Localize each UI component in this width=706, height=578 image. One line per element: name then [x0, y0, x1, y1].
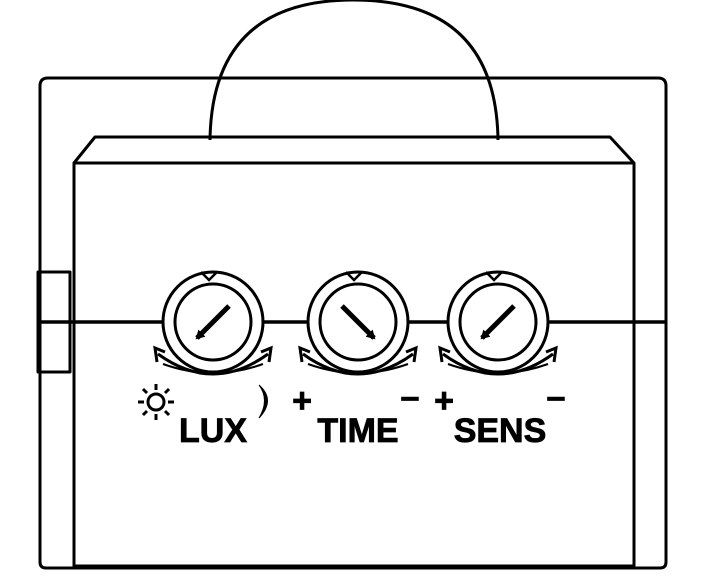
dial-group: [153, 270, 558, 376]
dial-label-lux: LUX: [179, 412, 247, 450]
dial-notch: [200, 271, 218, 282]
moon-icon: [258, 384, 268, 419]
rotation-arrowhead-left: [298, 345, 311, 363]
dial-label-time: TIME: [317, 412, 398, 450]
time-plus-marker: +: [292, 382, 312, 420]
dial-pointer-icon: [340, 304, 376, 340]
rotation-arrowhead-right: [260, 345, 273, 363]
rotation-arc-inner: [447, 363, 549, 374]
rotation-arrowhead-left: [438, 345, 451, 363]
label-group: LUX TIME SENS + – + –: [138, 378, 566, 450]
dial-sens[interactable]: [438, 270, 558, 376]
time-minus-marker: –: [401, 378, 420, 416]
dial-notch: [345, 271, 363, 282]
dial-lux[interactable]: [153, 270, 273, 376]
housing-outline: [38, 76, 668, 570]
rotation-arrowhead-left: [153, 345, 166, 363]
rotation-arrowhead-right: [405, 345, 418, 363]
sens-plus-marker: +: [434, 382, 454, 420]
dial-label-sens: SENS: [454, 412, 547, 450]
rotation-arrowhead-right: [545, 345, 558, 363]
dial-pointer-icon: [480, 304, 516, 340]
sun-icon: [138, 384, 174, 420]
dial-time[interactable]: [298, 270, 418, 376]
dial-notch: [485, 271, 503, 282]
sensor-dome: [208, 0, 500, 141]
rotation-arc-inner: [307, 363, 409, 374]
sens-minus-marker: –: [547, 378, 566, 416]
dial-pointer-icon: [195, 304, 231, 340]
rotation-arc-inner: [162, 363, 264, 374]
